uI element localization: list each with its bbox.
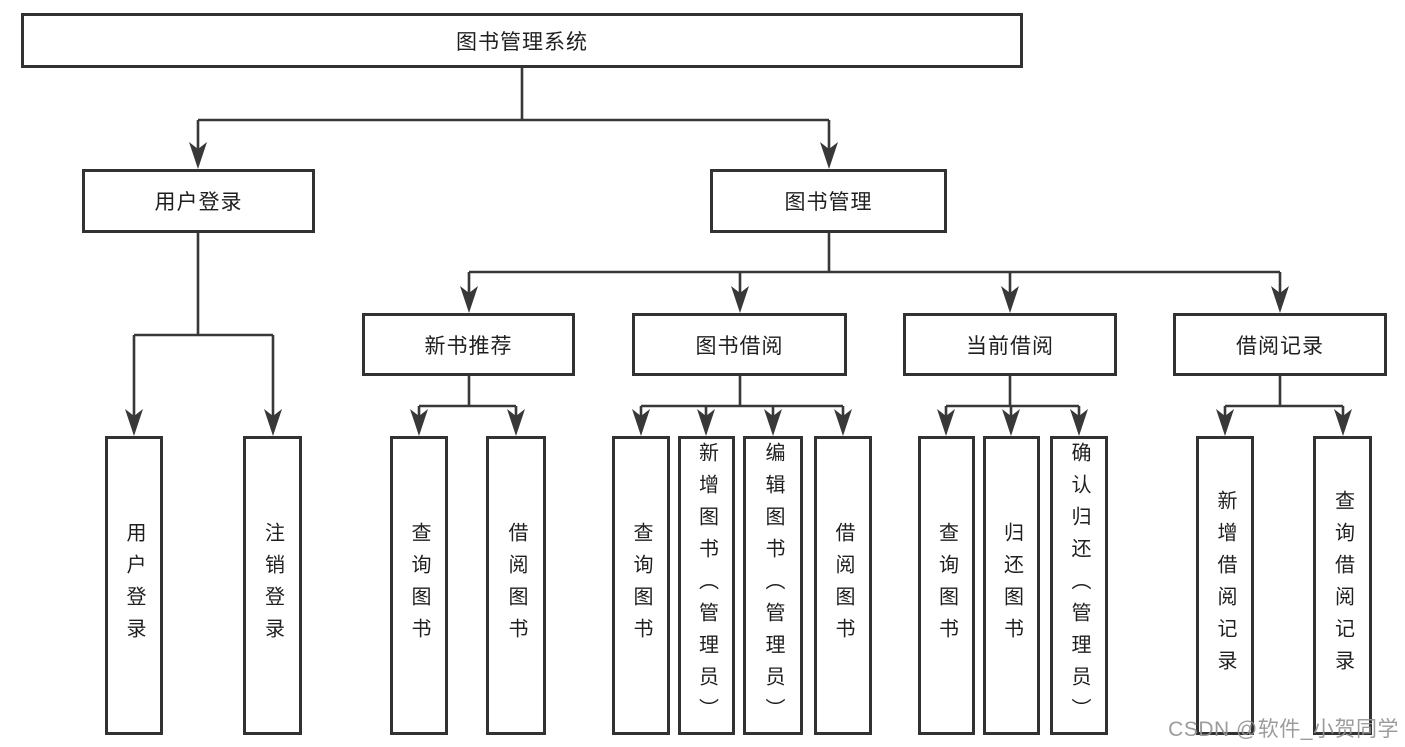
- node-book-management: 图书管理: [710, 169, 947, 233]
- node-label: 新书推荐: [424, 334, 513, 358]
- node-label: 确认归还（管理员）: [1068, 441, 1090, 730]
- leaf-edit-book-admin: 编辑图书（管理员）: [743, 436, 803, 735]
- node-label: 注销登录: [261, 521, 284, 650]
- node-label: 查询借阅记录: [1331, 489, 1354, 682]
- node-label: 用户登录: [123, 521, 145, 650]
- node-borrow-records: 借阅记录: [1173, 313, 1387, 376]
- leaf-logout: 注销登录: [243, 436, 302, 735]
- leaf-add-borrow-record: 新增借阅记录: [1196, 436, 1254, 735]
- leaf-return-book: 归还图书: [983, 436, 1040, 735]
- node-label: 图书借阅: [695, 334, 784, 358]
- node-label: 图书管理: [784, 191, 873, 214]
- leaf-query-book-current: 查询图书: [918, 436, 975, 735]
- node-label: 借阅记录: [1236, 334, 1324, 358]
- node-label: 查询图书: [935, 521, 958, 650]
- csdn-watermark: CSDN @软件_小贺同学: [1168, 718, 1399, 741]
- node-user-login: 用户登录: [82, 169, 315, 233]
- node-book-borrow: 图书借阅: [632, 313, 847, 376]
- leaf-query-book-recommend: 查询图书: [390, 436, 448, 735]
- node-label: 借阅图书: [832, 521, 854, 650]
- leaf-query-book-borrow: 查询图书: [612, 436, 670, 735]
- node-root-system: 图书管理系统: [21, 13, 1023, 68]
- node-label: 新增图书（管理员）: [695, 441, 718, 730]
- node-new-book-recommend: 新书推荐: [362, 313, 575, 376]
- node-label: 查询图书: [630, 521, 652, 650]
- node-label: 借阅图书: [505, 521, 527, 650]
- leaf-add-book-admin: 新增图书（管理员）: [678, 436, 735, 735]
- node-label: 编辑图书（管理员）: [762, 441, 784, 730]
- leaf-confirm-return-admin: 确认归还（管理员）: [1050, 436, 1108, 735]
- leaf-borrow-book: 借阅图书: [814, 436, 872, 735]
- node-label: 图书管理系统: [456, 30, 588, 54]
- node-label: 新增借阅记录: [1214, 489, 1236, 682]
- node-label: 当前借阅: [966, 334, 1054, 358]
- node-current-borrow: 当前借阅: [903, 313, 1117, 376]
- node-label: 归还图书: [1000, 521, 1023, 650]
- leaf-borrow-book-recommend: 借阅图书: [486, 436, 546, 735]
- node-label: 查询图书: [408, 521, 430, 650]
- leaf-query-borrow-record: 查询借阅记录: [1313, 436, 1372, 735]
- node-label: 用户登录: [154, 191, 243, 214]
- leaf-user-login: 用户登录: [105, 436, 163, 735]
